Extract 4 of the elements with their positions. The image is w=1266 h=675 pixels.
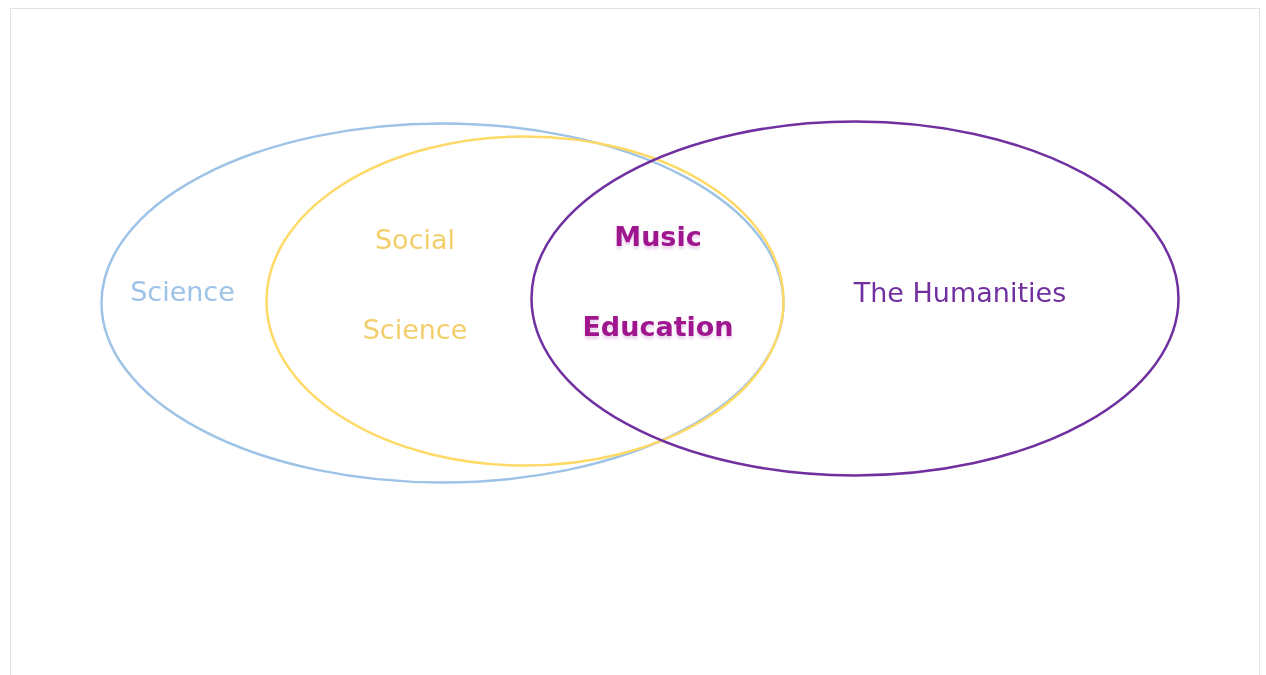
set-label: The Humanities — [852, 276, 1068, 310]
overlap-label: Music Education — [581, 220, 735, 344]
set-label: Science — [129, 275, 236, 309]
set-label: Social Science — [361, 223, 469, 347]
